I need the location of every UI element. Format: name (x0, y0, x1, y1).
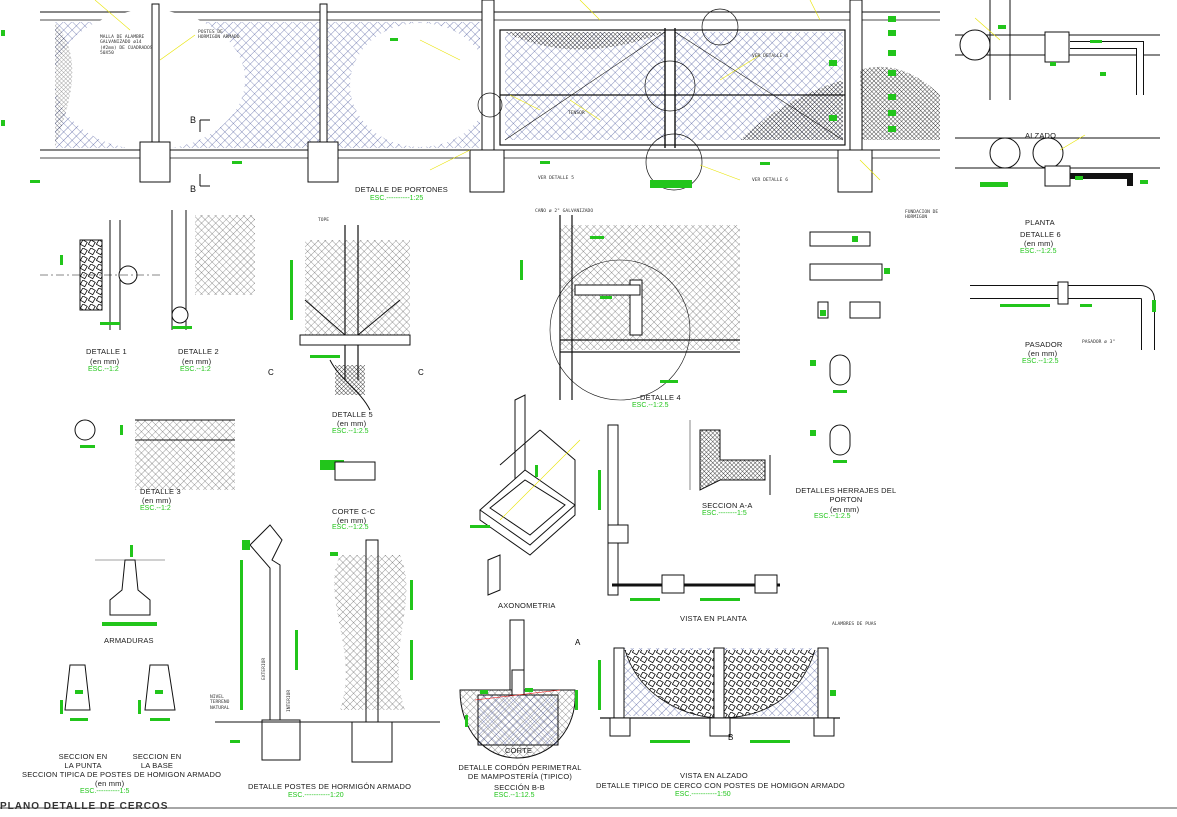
note-alambres: ALAMBRES DE PUAS (832, 622, 877, 627)
scale-herrajes: ESC.--1:2.5 (814, 513, 851, 520)
svg-text:C: C (268, 368, 274, 377)
detalle-6 (955, 0, 1160, 187)
title-herrajes: DETALLES HERRAJES DEL PORTON (795, 486, 897, 504)
note-fundacion: FUNDACION DE HORMIGON (905, 210, 939, 221)
sheet-title: PLANO DETALLE DE CERCOS (0, 801, 169, 812)
units-detalle-5: (en mm) (337, 419, 367, 428)
note-pasador: PASADOR ø 3" (1082, 340, 1116, 345)
scale-seccion-a-a: ESC.--------1:5 (702, 510, 747, 517)
note-malla: MALLA DE ALAMBRE GALVANIZADO ø14 (#2mm) … (100, 35, 153, 57)
note-exterior: EXTERIOR (262, 657, 267, 680)
vista-en-planta (598, 424, 780, 601)
units-corte-c-c: (en mm) (337, 516, 367, 525)
title-alzado: ALZADO (1025, 131, 1057, 140)
title-cordon: DETALLE CORDÓN PERIMETRAL DE MAMPOSTERÍA… (458, 763, 582, 781)
title-detalle-postes: DETALLE POSTES DE HORMIGÓN ARMADO (248, 782, 412, 791)
scale-detalle-1: ESC.--1:2 (88, 366, 119, 373)
title-vista-alzado: VISTA EN ALZADO (680, 771, 748, 780)
title-detalle-2: DETALLE 2 (178, 347, 219, 356)
units-detalle-3: (en mm) (142, 496, 172, 505)
armaduras (95, 545, 165, 626)
note-ver5: VER DETALLE 5 (538, 176, 574, 181)
scale-pasador: ESC.--1:2.5 (1022, 358, 1059, 365)
sub-cordon: SECCIÓN B-B (494, 783, 545, 792)
detalle-postes (215, 524, 440, 763)
svg-text:B: B (190, 184, 196, 194)
note-ver4: VER DETALLE 4 (752, 54, 788, 59)
detalle-5: C C (268, 225, 424, 481)
note-postes-h: POSTES DE HORMIGÓN ARMADO (198, 30, 240, 41)
units-detalle-6: (en mm) (1024, 239, 1054, 248)
scale-detalle-postes: ESC.-----------1:20 (288, 792, 344, 799)
title-detalle-1: DETALLE 1 (86, 347, 127, 356)
svg-text:A: A (575, 638, 581, 647)
scale-detalle-2: ESC.--1:2 (180, 366, 211, 373)
note-ver6: VER DETALLE 6 (752, 178, 788, 183)
title-detalle-3: DETALLE 3 (140, 487, 181, 496)
axonometria (470, 394, 581, 596)
title-planta: PLANTA (1025, 218, 1055, 227)
units-detalle-1: (en mm) (90, 357, 120, 366)
note-nivel: NIVEL TERRENO NATURAL (210, 695, 230, 711)
title-corte: CORTE (505, 746, 533, 755)
title-portones: DETALLE DE PORTONES (355, 185, 448, 194)
svg-text:B: B (190, 115, 196, 125)
svg-text:B: B (728, 733, 733, 742)
note-cano2: CAÑO ø 2" GALVANIZADO (535, 209, 594, 214)
title-detalle-4: DETALLE 4 (640, 393, 681, 402)
scale-detalle-6: ESC.--1:2.5 (1020, 248, 1057, 255)
scale-detalle-3: ESC.--1:2 (140, 505, 171, 512)
scale-cordon: ESC.--1:12.5 (494, 792, 535, 799)
svg-text:C: C (418, 368, 424, 377)
title-seccion-punta: SECCION EN LA PUNTA (58, 752, 108, 770)
note-interior: INTERIOR (287, 689, 292, 712)
note-tope: TOPE (318, 218, 330, 223)
scale-detalle-4: ESC.--1:2.5 (632, 402, 669, 409)
title-axonometria: AXONOMETRIA (498, 601, 556, 610)
portones-detail: B B (1, 0, 940, 194)
scale-portones: ESC.----------1:25 (370, 195, 424, 202)
vista-en-alzado: A B (575, 638, 840, 743)
units-herrajes: (en mm) (830, 505, 860, 514)
title-detalle-5: DETALLE 5 (332, 410, 373, 419)
pasador-detail (970, 281, 1156, 350)
secciones-postes (60, 664, 176, 721)
title-armaduras: ARMADURAS (104, 636, 154, 645)
cordon-perimetral (459, 619, 578, 759)
detalle-3 (74, 419, 235, 490)
title-seccion-a-a: SECCION A-A (702, 501, 753, 510)
title-pasador: PASADOR (1025, 340, 1063, 349)
units-pasador: (en mm) (1028, 349, 1058, 358)
sub-vista-alzado: DETALLE TIPICO DE CERCO CON POSTES DE HO… (596, 781, 845, 790)
scale-seccion-tipica: ESC.----------1:5 (80, 788, 130, 795)
detalle-1-2 (40, 210, 255, 330)
title-vista-planta: VISTA EN PLANTA (680, 614, 747, 623)
scale-vista-alzado: ESC.-----------1:50 (675, 791, 731, 798)
detalle-4 (520, 215, 740, 401)
herrajes-detail (809, 231, 890, 463)
scale-corte-c-c: ESC.--1:2.5 (332, 524, 369, 531)
scale-detalle-5: ESC.--1:2.5 (332, 428, 369, 435)
title-seccion-base: SECCION EN LA BASE (132, 752, 182, 770)
units-detalle-2: (en mm) (182, 357, 212, 366)
seccion-a-a (689, 420, 771, 495)
title-seccion-tipica: SECCION TIPICA DE POSTES DE HOMIGON ARMA… (22, 770, 222, 779)
title-detalle-6: DETALLE 6 (1020, 230, 1061, 239)
title-corte-c-c: CORTE C-C (332, 507, 376, 516)
note-tensor: TENSOR (568, 111, 585, 116)
units-seccion-tipica: (en mm) (95, 779, 125, 788)
